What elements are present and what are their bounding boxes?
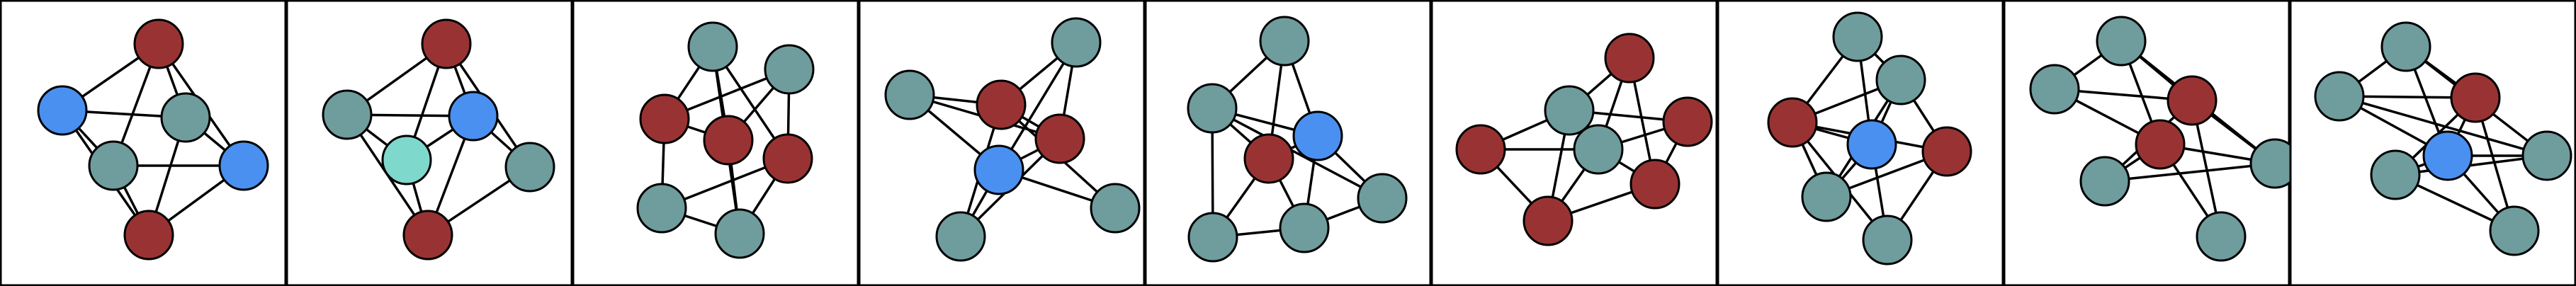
graph-node-gray: [2489, 205, 2540, 256]
graph-node-red: [762, 133, 813, 184]
graph-node-gray: [1801, 171, 1852, 222]
graph-node-gray: [1187, 212, 1238, 263]
graph-edge: [2339, 95, 2548, 157]
graph-node-blue: [448, 91, 499, 142]
graph-node-gray: [1875, 55, 1926, 105]
graph-node-red: [1662, 96, 1713, 147]
graph-node-gray: [1573, 124, 1624, 175]
graph-node-gray: [322, 89, 373, 140]
graph-edge: [1211, 107, 1383, 200]
graph-node-blue: [2422, 130, 2473, 181]
graph-node-red: [703, 115, 754, 166]
graph-panel-4: [858, 0, 1146, 286]
graph-node-red: [421, 18, 472, 69]
graph-node-red: [1921, 126, 1972, 177]
graph-node-gray: [2029, 64, 2080, 115]
graph-panel-2: [286, 0, 573, 286]
graph-node-gray: [2314, 71, 2365, 122]
graph-node-red: [123, 210, 174, 261]
graph-panel-8: [2003, 0, 2300, 286]
graph-node-red: [1455, 124, 1506, 175]
graph-node-gray: [1187, 83, 1238, 134]
graph-node-blue: [1292, 110, 1343, 161]
graph-node-blue: [973, 144, 1024, 195]
graph-node-gray: [714, 208, 765, 259]
graph-node-red: [402, 210, 453, 261]
graph-panel-6: [1430, 0, 1718, 286]
graph-node-gray: [1051, 17, 1102, 68]
graph-node-red: [1243, 133, 1294, 184]
graph-node-gray: [1357, 173, 1408, 224]
graph-node-gray: [935, 211, 986, 262]
graph-node-gray: [1862, 214, 1913, 265]
graph-node-teal: [381, 135, 432, 185]
graph-node-red: [1629, 159, 1680, 210]
graph-edge: [2395, 154, 2548, 176]
graph-node-blue: [218, 140, 269, 191]
graph-node-gray: [764, 44, 815, 95]
graph-node-gray: [1544, 85, 1595, 136]
graph-node-red: [2167, 75, 2218, 126]
graph-node-gray: [2079, 156, 2130, 207]
graph-panel-3: [572, 0, 859, 286]
graph-node-gray: [1279, 202, 1330, 253]
graph-node-gray: [687, 21, 738, 72]
graph-node-gray: [2096, 16, 2147, 67]
graph-node-red: [639, 93, 690, 144]
graph-node-gray: [1090, 183, 1141, 234]
graph-node-gray: [2380, 21, 2431, 72]
graph-node-gray: [1259, 16, 1310, 67]
graph-node-red: [133, 18, 184, 69]
graph-node-red: [1034, 113, 1085, 164]
graph-node-red: [1767, 97, 1818, 148]
graph-panel-1: [0, 0, 287, 286]
graph-node-gray: [2196, 211, 2247, 262]
graph-node-gray: [504, 142, 555, 193]
graph-node-gray: [88, 140, 139, 191]
graph-node-gray: [1832, 11, 1883, 62]
graph-node-red: [2135, 119, 2186, 170]
graph-panel-9: [2289, 0, 2576, 286]
graph-node-gray: [636, 183, 687, 234]
graph-node-red: [2450, 72, 2501, 123]
graph-node-gray: [160, 92, 211, 143]
graph-node-gray: [884, 69, 935, 120]
graph-node-red: [1604, 33, 1655, 84]
graph-edge: [2104, 162, 2276, 183]
graph-node-blue: [37, 85, 88, 136]
panel-frame: [858, 0, 1146, 286]
graph-node-gray: [2521, 130, 2572, 181]
graph-panel-7: [1717, 0, 2004, 286]
graph-node-blue: [1846, 119, 1897, 170]
graph-node-red: [1523, 195, 1574, 246]
graph-node-gray: [2370, 149, 2421, 200]
graph-panel-5: [1144, 0, 1432, 286]
graph-node-red: [976, 79, 1027, 130]
